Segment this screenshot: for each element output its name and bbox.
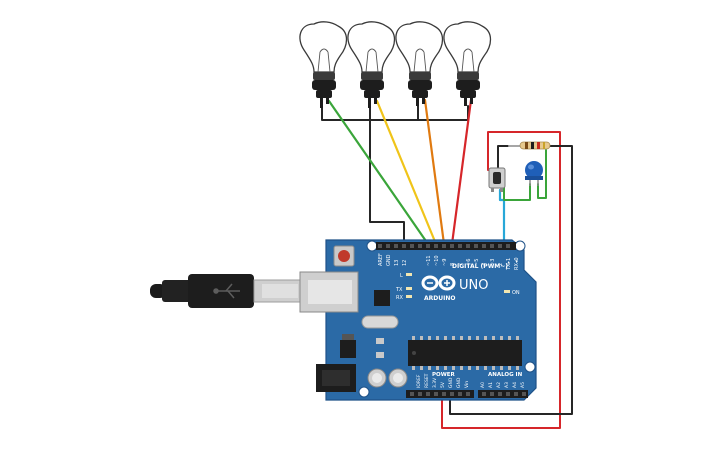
analog-header-label: ANALOG IN [488,372,523,378]
on-led-label: ON [512,290,520,296]
wire-button-pin-2[interactable] [498,188,506,246]
board-brand: ARDUINO [424,295,455,302]
wire-resistor-left[interactable] [497,145,509,169]
wire-bulb-2-pin-10[interactable] [375,99,438,246]
wire-gnd-loop[interactable] [449,145,573,415]
pin-label: ~3 [490,259,496,266]
pin-label: A3 [504,382,510,388]
pin-label: A0 [480,382,486,388]
wire-5v-loop[interactable] [441,131,561,429]
analog-header [478,390,528,398]
wire-led-green[interactable] [503,183,531,201]
pin-label: Vin [464,381,470,388]
board-model: UNO [459,278,488,293]
crystal [361,315,399,329]
mounting-hole [358,386,370,398]
analog-pin-labels: A0 A1 A2 A3 A4 A5 [480,382,526,388]
arduino-logo-glyphs [427,280,450,286]
pin-label: 5V [440,381,446,388]
microcontroller-chip [408,336,522,370]
pin-label: AREF [378,253,384,266]
pin-label: RESET [424,373,430,388]
usb-chip [374,290,390,306]
digital-header-label: DIGITAL (PWM~) [452,263,508,270]
power-header-label: POWER [432,372,456,378]
usb-icon [213,283,240,299]
pin-label: ~6 [466,259,472,266]
pin-label: A5 [520,382,526,388]
arduino-logo-icon [421,275,456,291]
mounting-hole [514,240,526,252]
bulb-ground-to-gnd[interactable] [369,119,405,243]
l-led-label: L [400,273,403,279]
pin-label: GND [456,377,462,388]
pin-label: ~11 [426,255,432,266]
wire-bulb-4-pin-8[interactable] [450,98,473,246]
status-leds: L TX RX ON [395,273,520,301]
pin-label: ~5 [474,259,480,266]
resistor[interactable] [508,141,551,150]
bulb-ground-bus[interactable] [321,105,469,121]
mounting-hole [366,240,378,252]
wire-bulb-1-pin-11[interactable] [327,99,430,246]
pin-label: IOREF [416,374,422,388]
power-header [406,390,474,398]
reset-button[interactable] [333,245,355,267]
pin-label: ~10 [434,255,440,266]
pin-label: 4 [482,263,488,266]
pin-label: A4 [512,382,518,388]
pin-label: ~9 [442,259,448,266]
voltage-regulator [340,340,356,358]
pin-label: 3.3V [432,377,438,388]
pushbutton[interactable] [488,167,506,192]
light-bulb-icon[interactable] [443,21,492,106]
pin-label: GND [448,377,454,388]
pin-label: 8 [450,263,456,266]
capacitor [367,368,387,388]
led-component[interactable] [525,161,543,186]
pin-label: A2 [496,382,502,388]
pin-label: TX▸1 [506,258,512,271]
light-bulb-icon[interactable] [347,21,396,108]
arduino-board[interactable]: AREF GND 13 12 ~11 ~10 ~9 8 7 ~6 ~5 4 ~3… [299,239,537,401]
pin-label: GND [386,254,392,266]
power-pin-labels: IOREF RESET 3.3V 5V GND GND Vin [416,373,470,388]
usb-cable[interactable] [150,274,301,308]
pin-label: 7 [458,263,464,266]
tx-led-label: TX [395,287,403,293]
mounting-hole [524,361,536,373]
capacitor [388,368,408,388]
wire-led-green-2[interactable] [537,149,547,199]
pin-label: A1 [488,382,494,388]
light-bulb-icon[interactable] [395,21,444,106]
pin-label: 2 [498,263,504,266]
pin-label: 13 [394,260,400,266]
wires [321,98,573,429]
rx-led-label: RX [396,295,403,301]
pin-label: RX◂0 [514,257,520,270]
light-bulb-icon[interactable] [299,21,348,108]
digital-pin-labels: AREF GND 13 12 ~11 ~10 ~9 8 7 ~6 ~5 4 ~3… [378,253,520,271]
pin-label: 12 [402,260,408,266]
digital-header [376,242,516,250]
bulbs [299,21,492,108]
wire-bulb-3-pin-9[interactable] [423,98,446,246]
